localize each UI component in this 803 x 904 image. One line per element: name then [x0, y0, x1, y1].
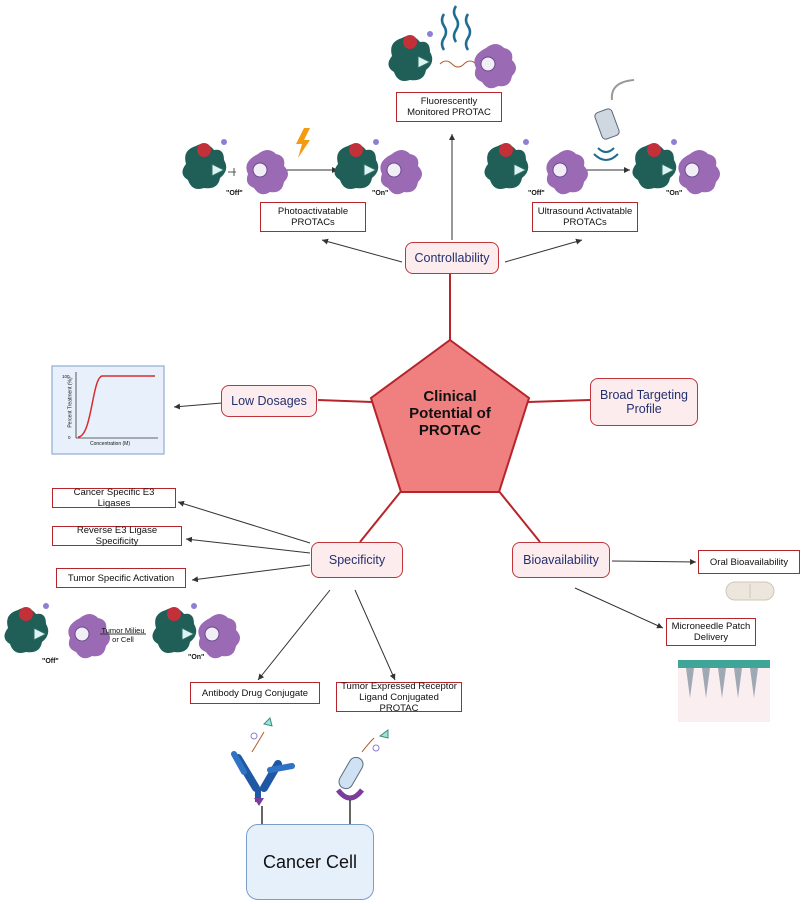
oral-bioavailability-box: Oral Bioavailability [698, 550, 800, 574]
center-line-2: Potential of [409, 405, 491, 422]
specificity-node: Specificity [311, 542, 403, 578]
arrows [173, 134, 697, 681]
photo-on-label: "On" [372, 190, 389, 197]
cancer-e3-box: Cancer Specific E3 Ligases [52, 487, 176, 509]
bioavailability-node: Bioavailability [512, 542, 610, 578]
photoactivatable-box: Photoactivatable PROTACs [260, 202, 366, 232]
dose-tick-top: 100 [62, 374, 70, 379]
tumor-off-label: "Off" [42, 658, 59, 665]
center-line-1: Clinical [423, 388, 477, 405]
controllability-node: Controllability [405, 242, 499, 274]
dose-tick-bottom: 0 [68, 435, 71, 440]
adc-box: Antibody Drug Conjugate [190, 682, 320, 704]
ligand-protac-box: Tumor Expressed Receptor Ligand Conjugat… [336, 681, 462, 714]
dose-xlabel: Concentration (M) [89, 441, 130, 447]
ultrasound-off-icon [483, 139, 589, 195]
cancer-cell: Cancer Cell [246, 824, 374, 900]
tumor-off-icon [3, 603, 111, 659]
ultrasound-off-label: "Off" [528, 190, 545, 197]
lightning-icon [296, 128, 310, 158]
center-label: Clinical Potential of PROTAC [372, 388, 528, 439]
photo-off-icon [181, 139, 289, 195]
reverse-e3-box: Reverse E3 Ligase Specificity [52, 525, 182, 547]
tumor-milieu-label: Tumor Milieu or Cell [101, 626, 145, 644]
dose-response-chart [51, 365, 165, 455]
low-dosages-node: Low Dosages [221, 385, 317, 417]
tumor-on-label: "On" [188, 654, 205, 661]
antibody-icon [231, 717, 295, 826]
fluorescence-waves-icon [440, 5, 472, 51]
receptor-icon [336, 729, 389, 826]
tumor-activation-box: Tumor Specific Activation [56, 568, 186, 588]
broad-targeting-node: Broad Targeting Profile [590, 378, 698, 426]
ultrasound-on-icon [631, 139, 721, 195]
pill-icon [725, 581, 775, 601]
photo-off-label: "Off" [226, 190, 243, 197]
ultrasound-on-label: "On" [666, 190, 683, 197]
microneedle-box: Microneedle Patch Delivery [666, 618, 756, 646]
pentagon-connectors [317, 274, 591, 543]
ultrasound-box: Ultrasound Activatable PROTACs [532, 202, 638, 232]
tumor-on-icon [151, 603, 241, 659]
ultrasound-probe-icon [593, 79, 635, 161]
photo-on-icon [333, 139, 423, 195]
center-line-3: PROTAC [418, 422, 482, 439]
microneedle-patch-icon [678, 660, 770, 722]
central-pentagon [369, 338, 531, 493]
fluorescent-protac-icon [387, 31, 517, 89]
fluorescent-protac-box: Fluorescently Monitored PROTAC [396, 92, 502, 122]
